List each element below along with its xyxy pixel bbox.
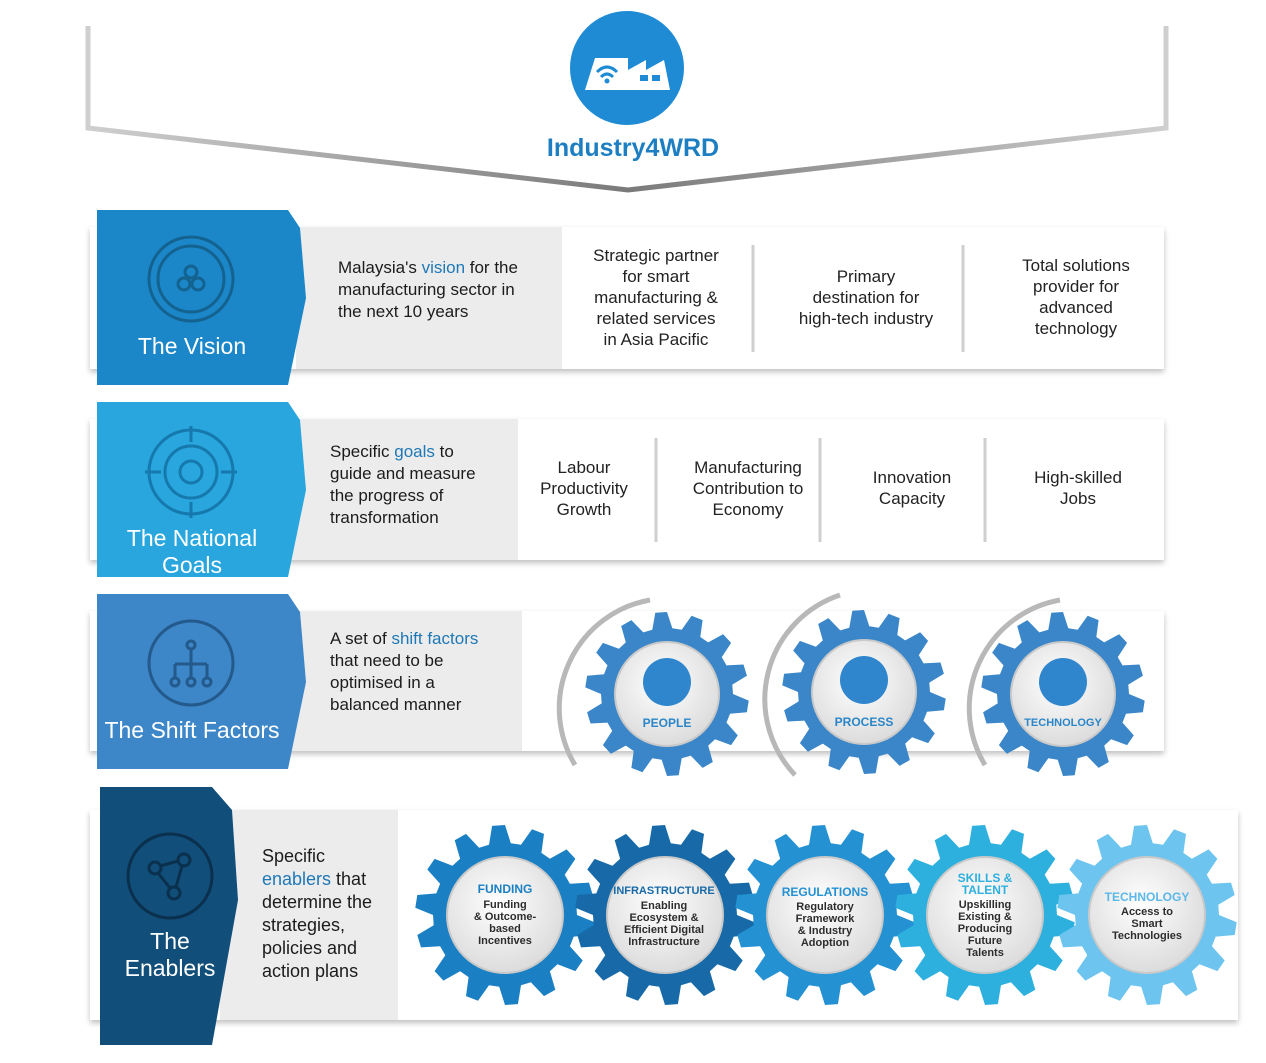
goals-tab <box>97 402 306 577</box>
vision-cell: Primary destination for high-tech indust… <box>798 266 934 328</box>
enablers-tab <box>100 787 238 1045</box>
enabler-gear <box>415 825 595 1005</box>
enablers-description: Specific enablers that determine the str… <box>262 845 386 983</box>
enabler-gear-hub <box>606 856 724 974</box>
vision-label: The Vision <box>137 333 247 359</box>
people-network-icon <box>643 658 691 706</box>
vision-desc-post: for the manufacturing sector in the next… <box>338 258 518 321</box>
enablers-desc-post: that determine the strategies, policies … <box>262 869 373 981</box>
enabler-title: SKILLS & TALENT <box>957 871 1013 897</box>
goal-cell: Manufacturing Contribution to Economy <box>692 457 804 519</box>
cycle-arrows <box>556 592 1061 777</box>
goals-desc-box <box>290 419 518 560</box>
goals-desc-highlight: goals <box>394 442 435 461</box>
enabler-body: Regulatory Framework & Industry Adoption <box>795 901 855 949</box>
document-process-icon <box>840 656 888 704</box>
shift-desc-highlight: shift factors <box>391 629 479 648</box>
enabler-body: Enabling Ecosystem & Efficient Digital I… <box>623 900 705 948</box>
globe-target-icon <box>145 426 237 518</box>
enabler-gear <box>575 825 755 1005</box>
vision-desc-box <box>296 227 562 369</box>
header-chevron <box>85 26 1169 193</box>
goals-label: The National Goals <box>126 525 258 578</box>
enabler-title: REGULATIONS <box>781 885 869 899</box>
goal-cell: Innovation Capacity <box>872 468 952 508</box>
shift-desc-box <box>290 611 522 751</box>
enabler-gear <box>1057 825 1237 1005</box>
enablers-desc-box <box>220 810 398 1020</box>
enabler-gear-hub <box>926 856 1044 974</box>
chip-icon <box>1039 658 1087 706</box>
vision-cell: Total solutions provider for advanced te… <box>1022 256 1130 338</box>
enabler-body: Access to Smart Technologies <box>1111 906 1183 942</box>
vision-desc-highlight: vision <box>421 258 466 277</box>
shift-label: The Shift Factors <box>104 717 280 743</box>
vision-desc-pre: Malaysia's <box>338 258 422 277</box>
goals-desc-pre: Specific <box>330 442 395 461</box>
enabler-gear-hub <box>1088 856 1206 974</box>
shift-tab <box>97 594 306 769</box>
goals-description: Specific goals to guide and measure the … <box>330 441 498 529</box>
enablers-label: The Enablers <box>124 928 216 981</box>
vision-description: Malaysia's vision for the manufacturing … <box>338 257 528 323</box>
brand-title: Industry4WRD <box>546 134 720 162</box>
gear-label-people: PEOPLE <box>642 716 692 730</box>
enabler-title: FUNDING <box>477 882 533 896</box>
enabler-gear-hub <box>766 856 884 974</box>
goal-cell: Labour Productivity Growth <box>540 457 628 519</box>
triple-circle-icon <box>147 235 235 323</box>
goals-desc-post: to guide and measure the progress of tra… <box>330 442 476 527</box>
vision-tab <box>97 210 306 385</box>
enablers-desc-highlight: enablers <box>262 869 332 889</box>
factory-wifi-icon <box>570 11 684 125</box>
enabler-body: Upskilling Existing & Producing Future T… <box>957 899 1013 959</box>
shift-desc-post: that need to be optimised in a balanced … <box>330 651 462 714</box>
shift-desc-pre: A set of <box>330 629 392 648</box>
shift-description: A set of shift factors that need to be o… <box>330 628 498 716</box>
network-triangle-icon <box>126 832 214 920</box>
enabler-gear-hub <box>446 856 564 974</box>
enablers-desc-pre: Specific <box>262 846 326 866</box>
enabler-title: INFRASTRUCTURE <box>613 885 715 897</box>
enabler-gear <box>895 825 1075 1005</box>
enabler-gear <box>735 825 915 1005</box>
goal-cell: High-skilled Jobs <box>1034 468 1122 508</box>
enabler-title: TECHNOLOGY <box>1104 890 1190 904</box>
vision-cell: Strategic partner for smart manufacturin… <box>593 245 719 349</box>
gear-label-technology: TECHNOLOGY <box>1024 717 1102 729</box>
hierarchy-icon <box>147 619 235 707</box>
cell-dividers <box>654 245 987 542</box>
enabler-body: Funding & Outcome- based Incentives <box>473 899 537 947</box>
gear-label-process: PROCESS <box>834 715 894 729</box>
